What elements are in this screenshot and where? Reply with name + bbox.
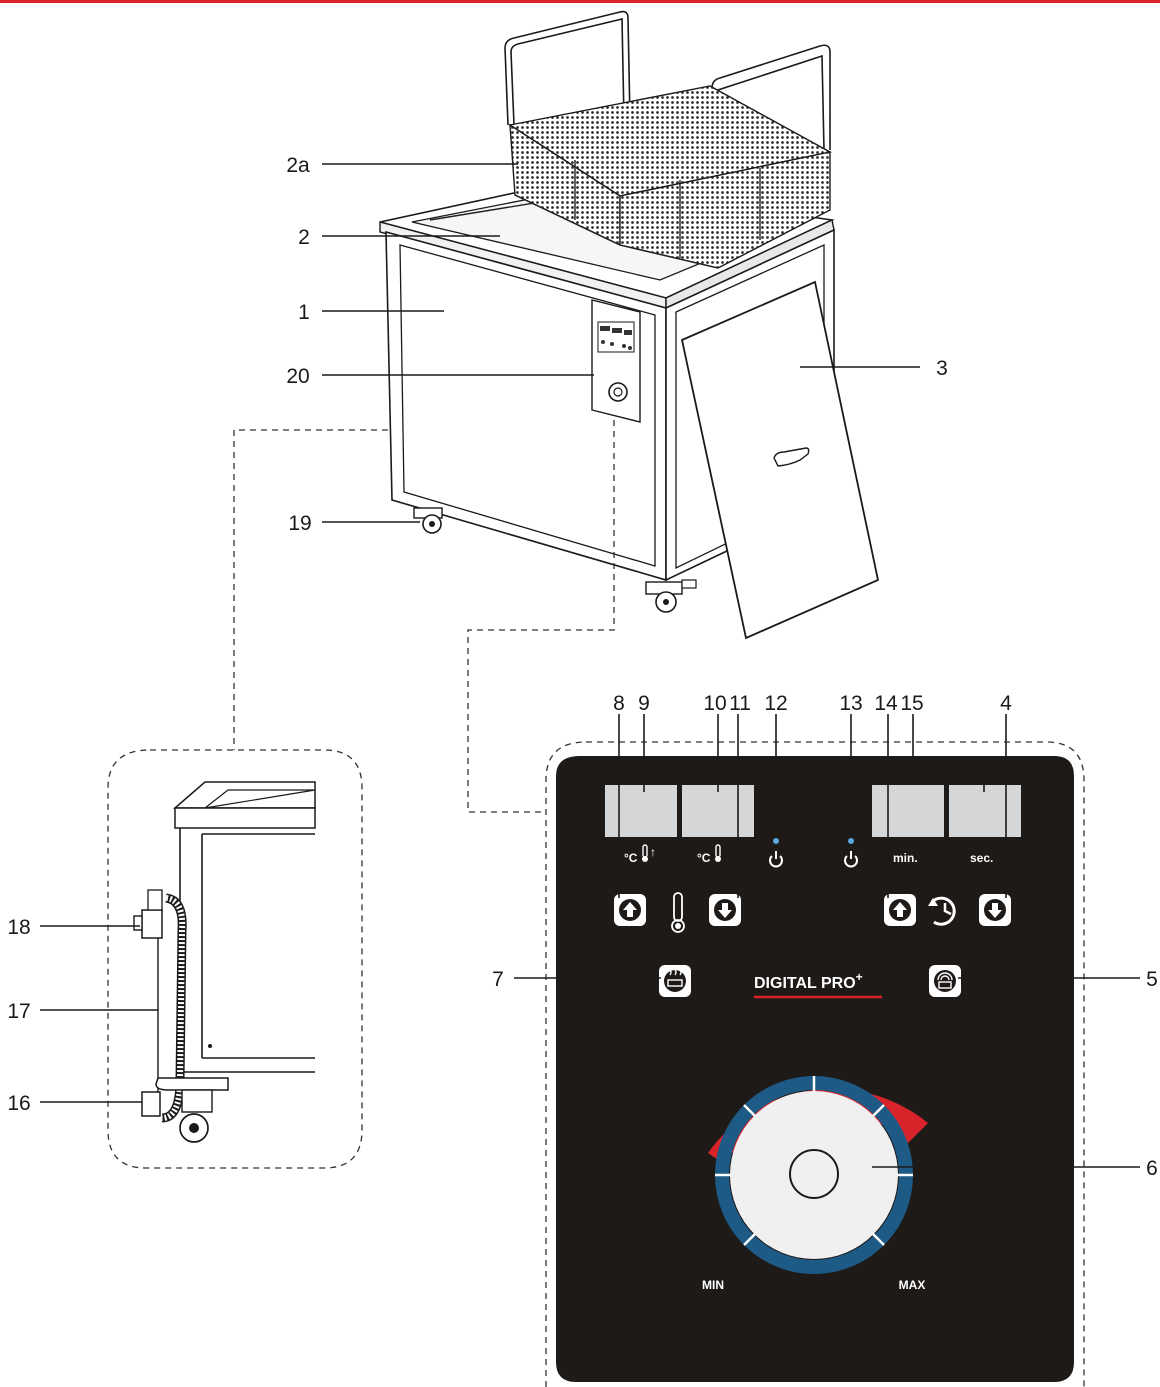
timer-down-button[interactable] xyxy=(979,894,1011,926)
temp-actual-unit: °C xyxy=(697,851,711,865)
timer-sec-label: sec. xyxy=(970,851,993,865)
degas-button[interactable] xyxy=(929,965,961,997)
arrow-up-icon xyxy=(893,902,907,917)
knob-min-label: MIN xyxy=(702,1278,724,1292)
thermometer-icon xyxy=(715,844,721,862)
thermometer-icon xyxy=(671,892,685,933)
arrow-down-icon xyxy=(988,903,1002,918)
arrow-up-icon xyxy=(623,902,637,917)
callout-2a: 2a xyxy=(286,154,310,177)
knob-max-label: MAX xyxy=(899,1278,926,1292)
arrow-up-small-icon: ↑ xyxy=(650,845,656,859)
upper-valve xyxy=(141,909,163,939)
heater-led xyxy=(773,838,779,844)
temp-set-display xyxy=(605,785,677,837)
drain-valve xyxy=(141,1091,161,1117)
basket-handle-left xyxy=(504,10,631,126)
detail-connector-right xyxy=(467,420,615,813)
callout-19: 19 xyxy=(288,512,311,535)
timer-min-display xyxy=(872,785,944,837)
degas-icon xyxy=(937,972,953,981)
callout-2: 2 xyxy=(298,226,310,249)
callout-9: 9 xyxy=(638,692,650,715)
callout-18: 18 xyxy=(7,916,30,939)
callout-16: 16 xyxy=(7,1092,30,1115)
brand-name: DIGITAL PRO+ xyxy=(754,970,863,992)
callout-6: 6 xyxy=(1146,1157,1158,1180)
timer-min-label: min. xyxy=(893,851,918,865)
ultrasound-led xyxy=(848,838,854,844)
callout-20: 20 xyxy=(286,365,309,388)
temp-set-unit: °C xyxy=(624,851,638,865)
basket-handle-right xyxy=(711,44,831,150)
callout-17: 17 xyxy=(7,1000,30,1023)
arrow-down-icon xyxy=(718,903,732,918)
lid xyxy=(680,280,880,640)
callout-13: 13 xyxy=(839,692,862,715)
machine-cabinet xyxy=(379,10,880,640)
timer-icon xyxy=(928,896,956,926)
lid-handle xyxy=(773,447,810,467)
power-icon xyxy=(844,851,858,868)
mini-control-panel xyxy=(591,299,641,423)
callout-1: 1 xyxy=(298,301,310,324)
timer-up-button[interactable] xyxy=(884,894,916,926)
callout-4: 4 xyxy=(1000,692,1012,715)
power-icon xyxy=(769,851,783,868)
basket-mesh xyxy=(619,151,831,269)
temp-actual-display xyxy=(682,785,754,837)
callout-12: 12 xyxy=(764,692,787,715)
callout-5: 5 xyxy=(1146,968,1158,991)
thermometer-icon xyxy=(642,844,648,862)
callout-10: 10 xyxy=(703,692,726,715)
callout-7: 7 xyxy=(492,968,504,991)
temp-up-button[interactable] xyxy=(614,894,646,926)
intensity-knob[interactable] xyxy=(715,1076,913,1274)
timer-sec-display xyxy=(949,785,1021,837)
callout-15: 15 xyxy=(900,692,923,715)
callout-14: 14 xyxy=(874,692,898,715)
temp-down-button[interactable] xyxy=(709,894,741,926)
digital-control-panel: °C ↑ °C min. sec. xyxy=(556,756,1074,1382)
callout-8: 8 xyxy=(613,692,625,715)
callout-3: 3 xyxy=(936,357,948,380)
top-accent-bar xyxy=(0,0,1160,3)
heater-button[interactable] xyxy=(659,965,691,997)
detail-connector-left xyxy=(233,429,388,750)
castor-wheel xyxy=(413,507,697,613)
side-detail-view xyxy=(107,749,363,1169)
callout-11: 11 xyxy=(729,692,751,715)
heater-icon xyxy=(669,969,682,976)
